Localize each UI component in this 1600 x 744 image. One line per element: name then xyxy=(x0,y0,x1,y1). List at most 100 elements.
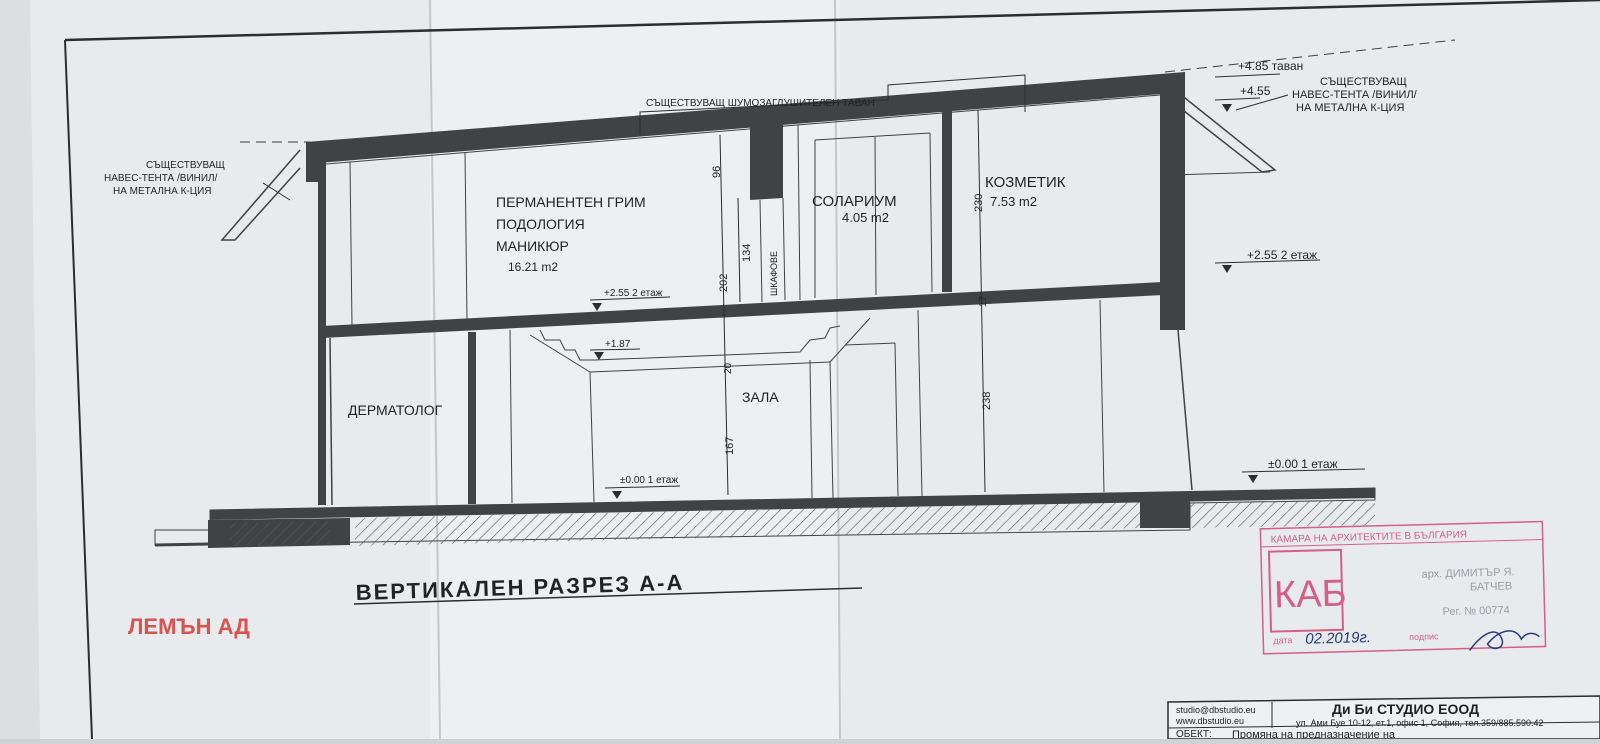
stamp-header: КАМАРА НА АРХИТЕКТИТЕ В БЪЛГАРИЯ xyxy=(1271,529,1468,545)
hall-door xyxy=(809,359,813,499)
level-455: +4.55 xyxy=(1240,84,1271,98)
ceiling-leader xyxy=(639,74,1026,135)
left-canopy xyxy=(220,149,301,241)
fold-line-left xyxy=(429,0,441,740)
note-ceiling: СЪЩЕСТВУВАЩ ШУМОЗАГЛУШИТЕЛЕН ТАВАН xyxy=(646,98,875,109)
note-left-canopy-3: НА МЕТАЛНА К-ЦИЯ xyxy=(113,186,212,197)
right-canopy-leader xyxy=(1235,94,1289,111)
ground-slab xyxy=(210,488,1375,520)
level-marker-floor2-right xyxy=(1214,259,1321,273)
note-left-canopy-1: СЪЩЕСТВУВАЩ xyxy=(146,160,225,171)
door-right xyxy=(894,342,899,497)
room-hall: ЗАЛА xyxy=(742,389,779,405)
dimension-20: 20 xyxy=(723,362,734,374)
stamp-date-value: 02.2019г. xyxy=(1305,629,1371,648)
dimension-167: 167 xyxy=(724,437,736,455)
upper-wall-line-1 xyxy=(349,161,353,327)
level-marker-top xyxy=(1214,73,1281,112)
left-wall xyxy=(306,142,326,505)
fold-line-right xyxy=(834,0,841,740)
room-dermatologist: ДЕРМАТОЛОГ xyxy=(348,402,443,418)
room-permanent-line1: ПЕРМАНЕНТЕН ГРИМ xyxy=(496,194,646,210)
dimension-vertical-134 xyxy=(737,197,741,303)
room-cosmetic: КОЗМЕТИК xyxy=(985,174,1066,191)
foundation-hatch-left xyxy=(230,521,330,546)
room-permanent-line2: ПОДОЛОГИЯ xyxy=(496,216,585,232)
architect-stamp: КАМАРА НА АРХИТЕКТИТЕ В БЪЛГАРИЯ КАБ арх… xyxy=(1259,520,1547,655)
stamp-sign-label: подпис xyxy=(1409,631,1439,642)
dimension-vertical-main xyxy=(719,134,729,496)
wardrobe-right xyxy=(782,197,786,301)
right-canopy xyxy=(1164,81,1277,173)
dimension-230: 230 xyxy=(973,194,985,212)
stamp-reg: Рег. № 00774 xyxy=(1442,604,1509,618)
level-marker-floor2-mid xyxy=(589,296,671,311)
title-block: studio@dbstudio.eu www.dbstudio.eu Ди Би… xyxy=(1167,695,1600,741)
signature xyxy=(1468,630,1540,651)
hall-wall-right xyxy=(829,361,834,499)
level-marker-floor1-right xyxy=(1241,468,1366,483)
dimension-96: 96 xyxy=(711,166,723,178)
level-floor2-mid: +2.55 2 етаж xyxy=(604,288,663,299)
hall-ceiling xyxy=(589,361,831,373)
foundation-right xyxy=(1140,501,1190,528)
stamp-name-line1: арх. ДИМИТЪР Я. xyxy=(1421,566,1514,580)
upper-wall-line-2 xyxy=(464,151,468,321)
room-cosmetic-area: 7.53 m2 xyxy=(990,194,1037,209)
level-floor1-right: ±0.00 1 етаж xyxy=(1268,457,1338,471)
stamp-name-line2: БАТЧЕВ xyxy=(1470,580,1512,593)
title-block-web: www.dbstudio.eu xyxy=(1175,716,1244,726)
note-right-canopy-3: НА МЕТАЛНА К-ЦИЯ xyxy=(1296,102,1404,114)
ground-wall-5 xyxy=(1099,299,1105,493)
watermark: ЛЕМЪН АД xyxy=(128,614,250,639)
dimension-vertical-right xyxy=(977,109,986,493)
dimension-202: 202 xyxy=(718,274,730,292)
ground-wall-4 xyxy=(917,309,923,497)
frame-top xyxy=(64,0,1600,42)
foundation-hatch-right xyxy=(1190,500,1375,528)
title-block-address: ул. Ами Буе 10-12, ет.1, офис 1, София, … xyxy=(1296,718,1544,728)
frame-left xyxy=(64,39,93,740)
ground-wall-1 xyxy=(329,337,333,506)
foundation-hatch-main xyxy=(355,502,1140,546)
level-top-ceiling: +4.85 таван xyxy=(1238,59,1303,73)
roof-slab xyxy=(306,72,1185,164)
ground-wall-3 xyxy=(509,329,513,504)
title-block-object-value: Промяна на предназначение на xyxy=(1232,729,1396,739)
left-canopy-leader xyxy=(262,182,291,201)
level-marker-floor1-mid xyxy=(604,485,681,499)
hall-ceiling-right xyxy=(829,317,871,363)
partition-solarium xyxy=(942,110,952,292)
dimension-134: 134 xyxy=(741,244,753,262)
wardrobe-left xyxy=(759,199,763,303)
suspended-ceiling xyxy=(539,325,841,361)
solarium-wall-right xyxy=(929,132,933,293)
right-wall-lower xyxy=(1177,329,1193,491)
right-column xyxy=(1160,250,1185,330)
solarium-top xyxy=(814,132,931,141)
level-marker-187 xyxy=(589,348,641,360)
solarium-door xyxy=(874,136,877,296)
level-floor2-right: +2.55 2 етаж xyxy=(1247,248,1317,262)
ground-left-edge xyxy=(154,542,211,547)
level-187: +1.87 xyxy=(605,339,631,350)
note-right-canopy-2: НАВЕС-ТЕНТА /ВИНИЛ/ xyxy=(1292,89,1418,101)
title-block-company: Ди Би СТУДИО ЕООД xyxy=(1332,701,1479,717)
hall-ceiling-left xyxy=(529,334,591,373)
room-solarium-area: 4.05 m2 xyxy=(842,210,889,225)
stamp-date-label: дата xyxy=(1273,635,1292,645)
roof-dash-right xyxy=(1164,39,1456,73)
note-left-canopy-2: НАВЕС-ТЕНТА /ВИНИЛ/ xyxy=(104,173,218,184)
dimension-238: 238 xyxy=(981,392,993,410)
room-wardrobes: ШКАФОВЕ xyxy=(769,251,779,296)
second-floor-slab xyxy=(322,282,1163,338)
right-canopy-base xyxy=(1169,171,1271,176)
room-permanent-line3: МАНИКЮР xyxy=(496,238,569,254)
title-block-email: studio@dbstudio.eu xyxy=(1176,705,1256,715)
right-wall-inner xyxy=(1169,91,1179,331)
ground-wall-2 xyxy=(468,332,476,504)
dimension-17: 17 xyxy=(978,295,989,307)
stamp-logo: КАБ xyxy=(1274,573,1347,617)
